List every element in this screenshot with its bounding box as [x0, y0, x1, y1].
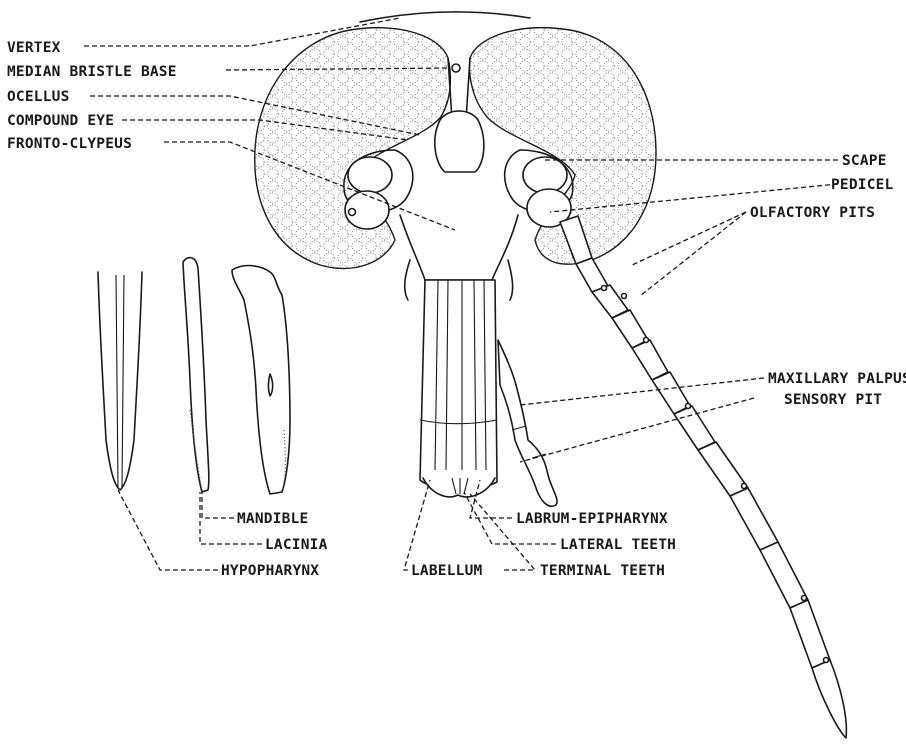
label-scape: SCAPE	[842, 153, 887, 169]
label-labellum: LABELLUM	[411, 563, 483, 579]
left-compound-eye	[255, 28, 451, 269]
lacinia-drawing	[183, 258, 209, 492]
label-sensory-pit: SENSORY PIT	[784, 392, 882, 408]
maxillary-palpus	[498, 340, 557, 506]
label-compound-eye: COMPOUND EYE	[7, 113, 114, 129]
label-maxillary-palpus: MAXILLARY PALPUS	[768, 371, 906, 387]
right-scape	[523, 157, 567, 193]
label-terminal-teeth: TERMINAL TEETH	[540, 563, 665, 579]
median-bristle-base	[452, 64, 460, 72]
label-pedicel: PEDICEL	[831, 177, 894, 193]
label-mandible: MANDIBLE	[237, 511, 308, 527]
antenna-flagellum	[560, 216, 846, 738]
label-lacinia: LACINIA	[265, 537, 328, 553]
mandible-drawing	[232, 266, 290, 494]
label-olfactory-pits: OLFACTORY PITS	[750, 205, 875, 221]
labellum	[423, 478, 495, 497]
hypopharynx-drawing	[98, 272, 142, 490]
label-hypopharynx: HYPOPHARYNX	[221, 563, 319, 579]
label-ocellus: OCELLUS	[7, 89, 70, 105]
label-vertex: VERTEX	[7, 40, 61, 56]
label-fronto-clypeus: FRONTO-CLYPEUS	[7, 136, 132, 152]
label-lateral-teeth: LATERAL TEETH	[560, 537, 676, 553]
proboscis	[420, 280, 557, 506]
label-labrum-epipharynx: LABRUM-EPIPHARYNX	[516, 511, 668, 527]
head-capsule	[255, 12, 656, 300]
label-median-bristle-base: MEDIAN BRISTLE BASE	[7, 64, 177, 80]
left-scape	[348, 157, 392, 193]
